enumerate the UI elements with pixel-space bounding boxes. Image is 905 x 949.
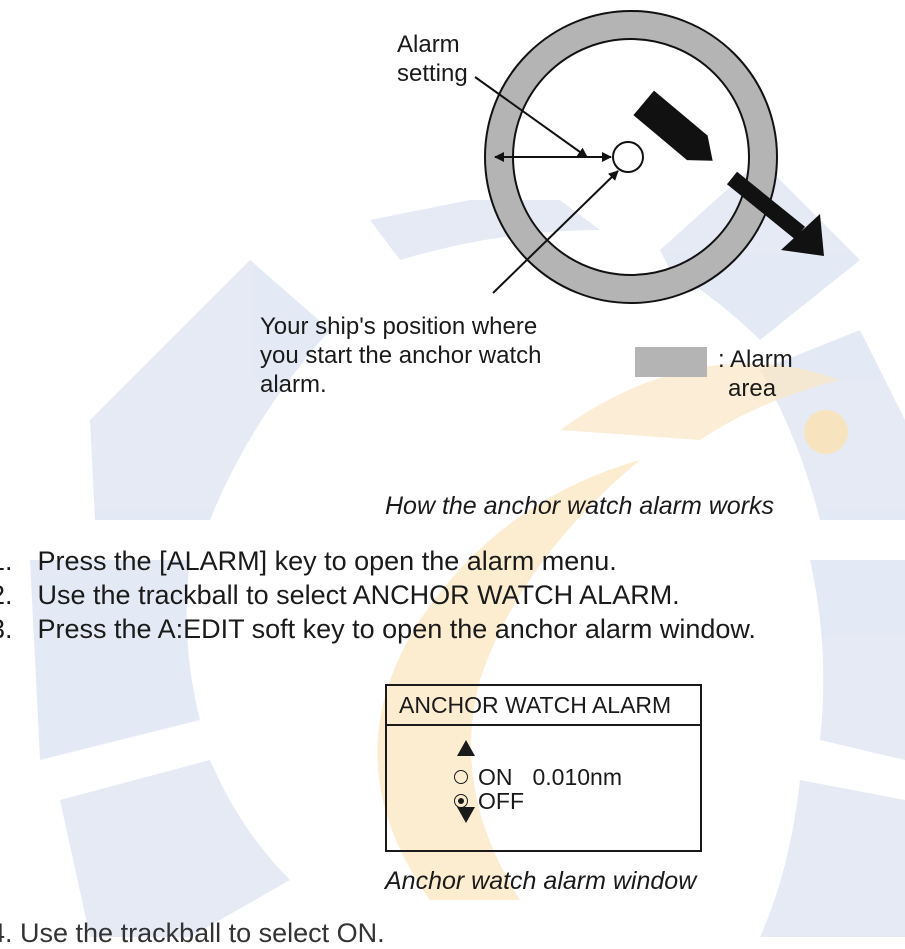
step-text: Press the [ALARM] key to open the alarm … xyxy=(37,546,617,576)
diagram-caption: How the anchor watch alarm works xyxy=(385,492,775,520)
alarm-setting-leader xyxy=(474,76,588,158)
alarm-area-swatch xyxy=(635,347,707,377)
step-text: Press the A:EDIT soft key to open the an… xyxy=(37,614,756,644)
step-item: 1. Press the [ALARM] key to open the ala… xyxy=(0,544,756,578)
window-caption: Anchor watch alarm window xyxy=(385,867,697,895)
ship-icon xyxy=(633,90,713,161)
step-text: Use the trackball to select ANCHOR WATCH… xyxy=(37,580,680,610)
step-number: 1. xyxy=(0,546,13,576)
ship-position-label: Your ship's position where you start the… xyxy=(260,313,542,398)
step-number: 3. xyxy=(0,614,13,644)
option-off[interactable]: OFF xyxy=(454,788,524,814)
scroll-up-icon[interactable] xyxy=(457,740,475,756)
drift-arrow-icon xyxy=(726,171,824,256)
step-item: 2. Use the trackball to select ANCHOR WA… xyxy=(0,578,756,612)
alarm-distance-value: 0.010nm xyxy=(532,764,623,790)
window-title: ANCHOR WATCH ALARM xyxy=(387,686,700,726)
cut-off-step-text: 4. Use the trackball to select ON. xyxy=(0,918,385,948)
radio-unchecked-icon[interactable] xyxy=(454,769,468,784)
ship-position-circle xyxy=(612,141,644,173)
alarm-outer-circle xyxy=(484,10,778,304)
scroll-down-icon[interactable] xyxy=(457,807,475,823)
alarm-setting-label: Alarm setting xyxy=(397,31,468,87)
step-number: 2. xyxy=(0,580,13,610)
step-item: 3. Press the A:EDIT soft key to open the… xyxy=(0,612,756,646)
procedure-steps: 1. Press the [ALARM] key to open the ala… xyxy=(0,544,756,646)
ship-position-leader xyxy=(492,170,619,294)
radio-checked-icon[interactable] xyxy=(454,793,468,808)
alarm-area-legend: : Alarm area xyxy=(718,346,793,402)
